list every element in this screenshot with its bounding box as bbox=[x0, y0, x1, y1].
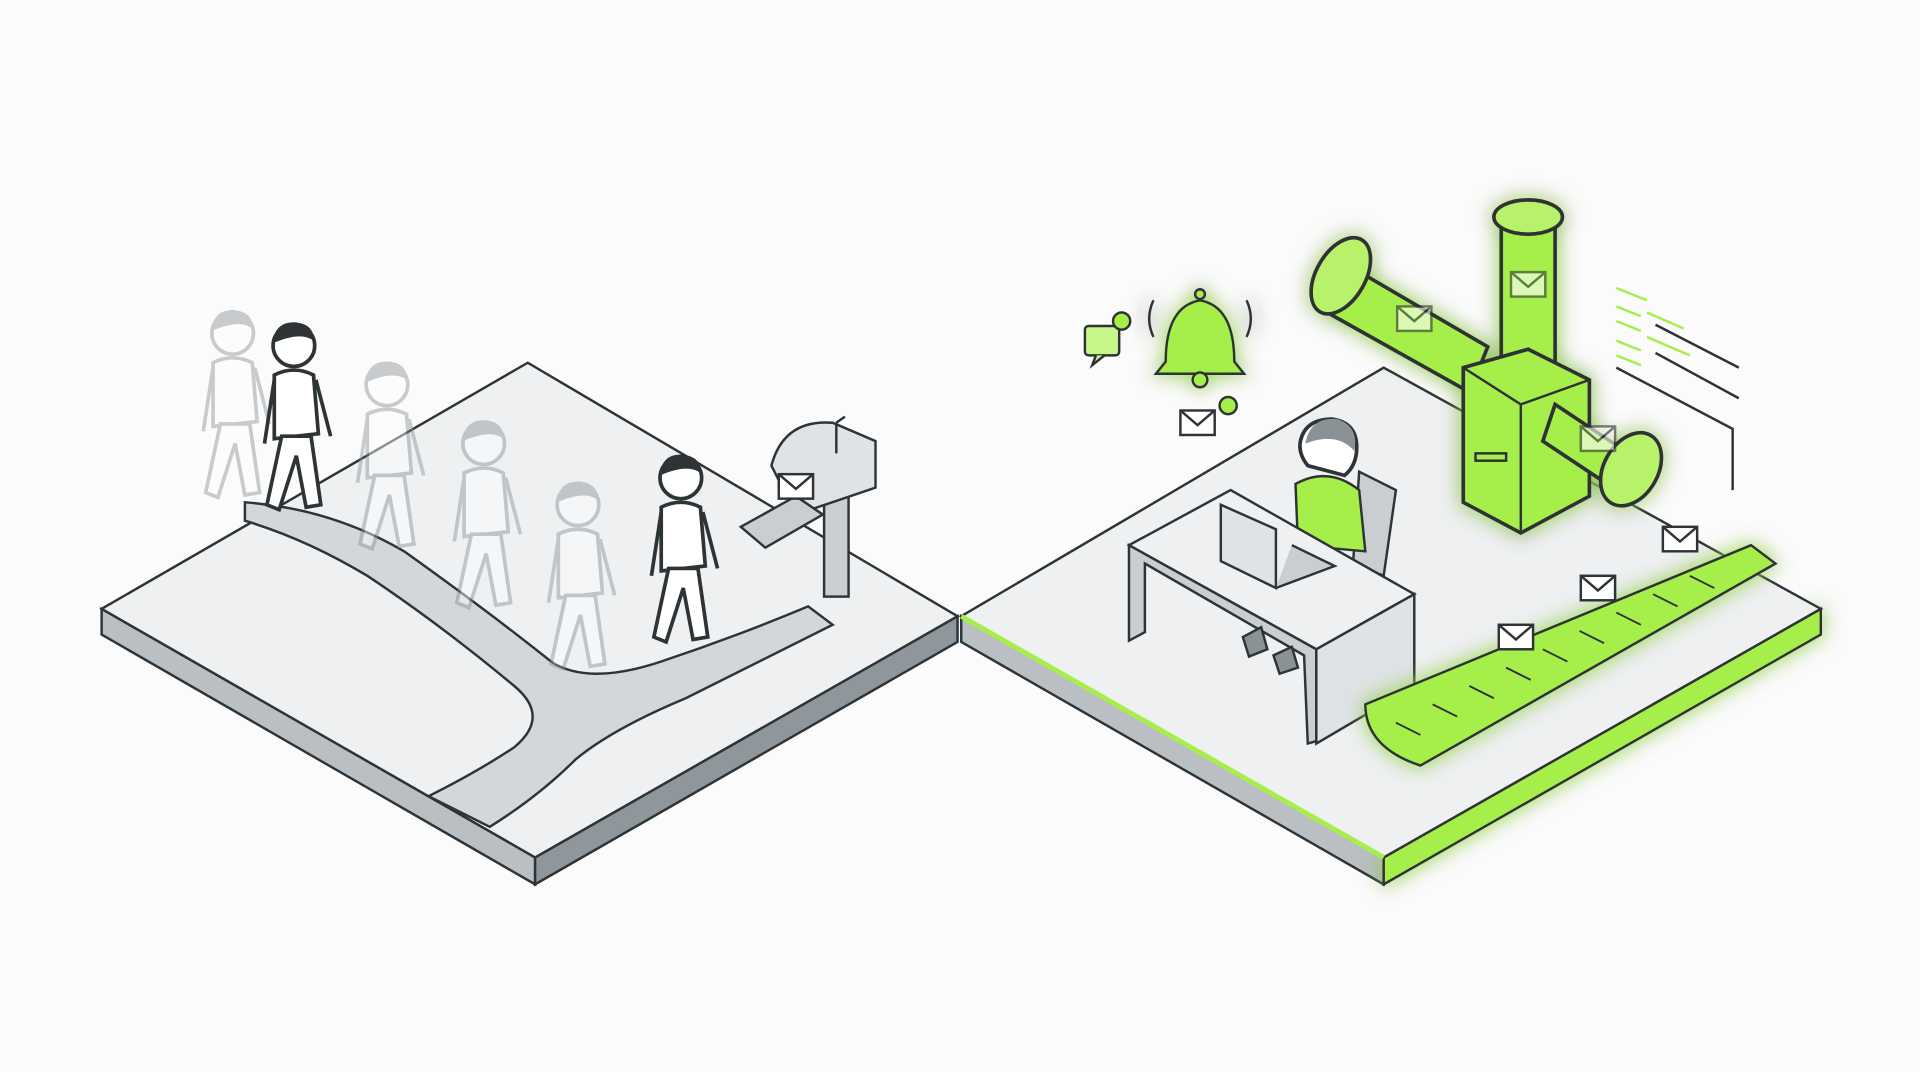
person-at-laptop-icon bbox=[1126, 417, 1417, 746]
bell-icon bbox=[1147, 288, 1253, 389]
envelope-alert-icon bbox=[1179, 395, 1238, 437]
mailbox-icon bbox=[738, 415, 877, 598]
conveyor-belt-icon bbox=[1364, 543, 1778, 767]
data-lines bbox=[1615, 286, 1740, 491]
worn-path bbox=[243, 501, 835, 829]
notification-chat-icon bbox=[1083, 311, 1132, 369]
